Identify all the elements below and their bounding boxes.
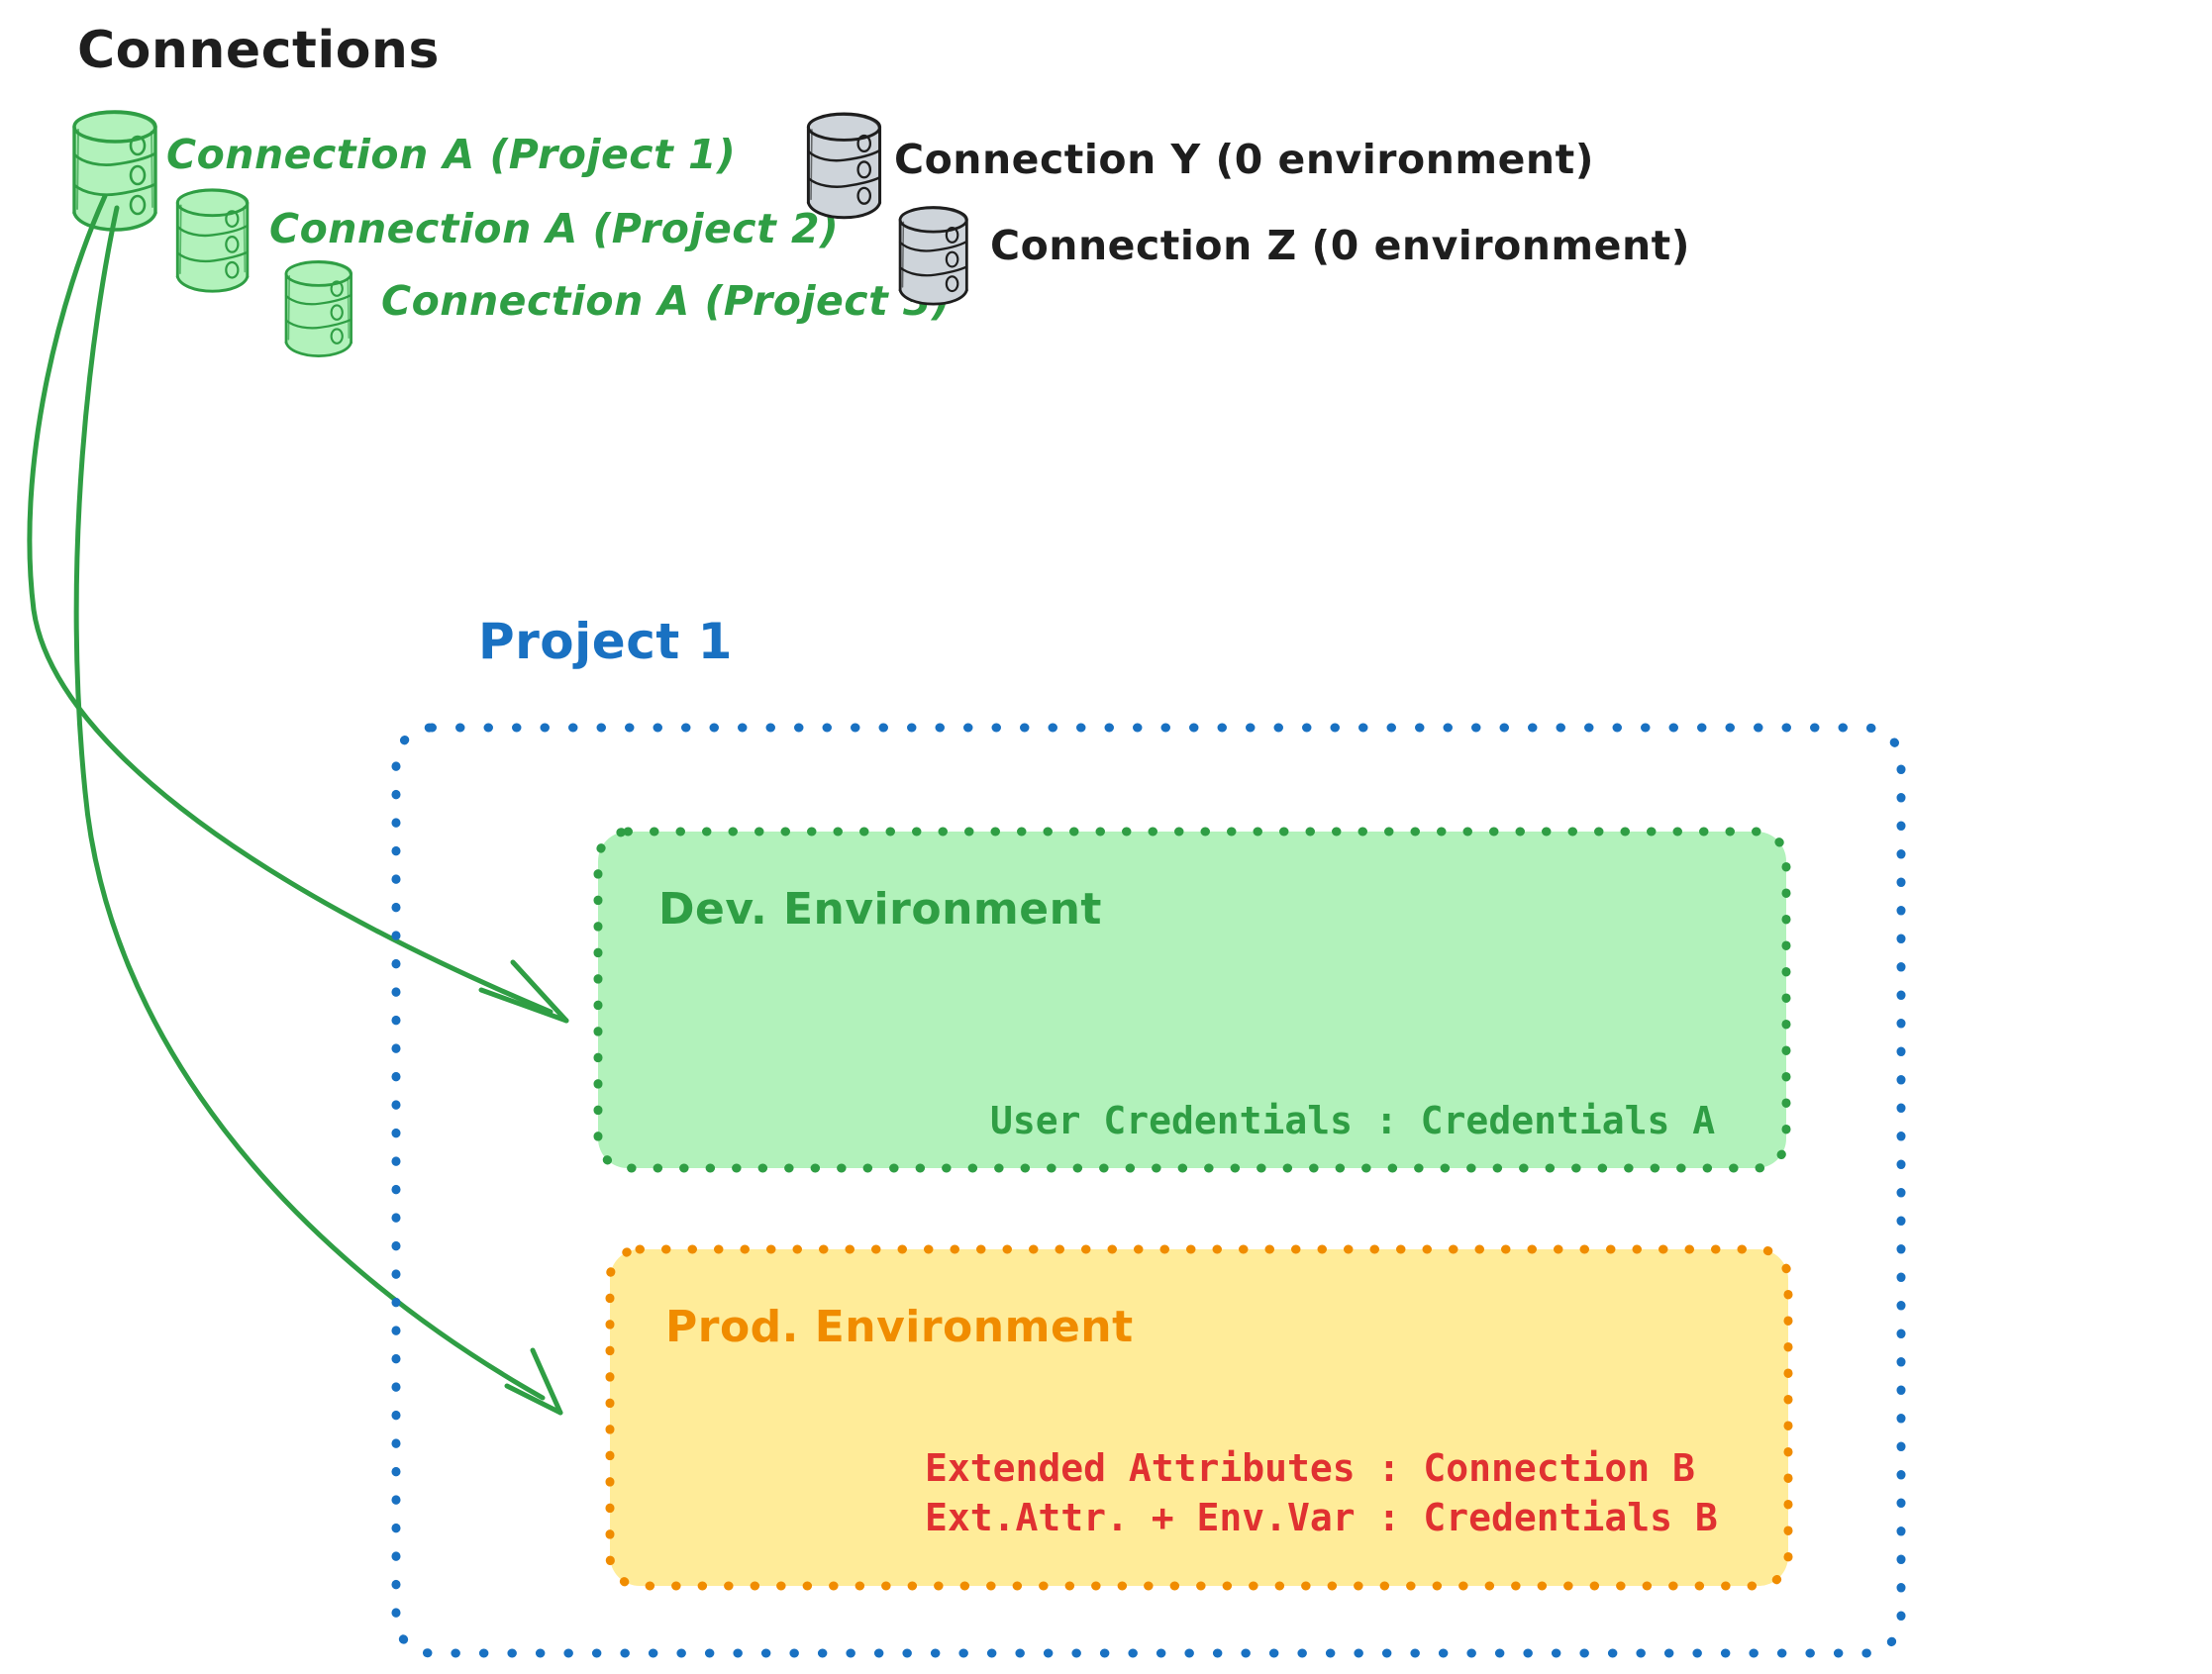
page-title: Connections xyxy=(77,21,440,80)
connection-item-a-project-1[interactable]: Connection A (Project 1) xyxy=(71,110,736,232)
environment-prod-row-1: Ext.Attr. + Env.Var : Credentials B xyxy=(925,1496,1718,1539)
arrow-connection-a-project1-to-dev-environment xyxy=(27,193,569,1024)
database-icon xyxy=(897,206,968,306)
environment-dev[interactable]: Dev. Environment User Credentials : Cred… xyxy=(593,827,1791,1173)
environment-prod[interactable]: Prod. Environment Extended Attributes : … xyxy=(605,1244,1793,1591)
connection-label: Connection Y (0 environment) xyxy=(894,136,1594,183)
environment-dev-row-0: User Credentials : Credentials A xyxy=(990,1099,1715,1142)
connection-label: Connection A (Project 1) xyxy=(166,131,736,178)
database-icon xyxy=(174,188,250,293)
environment-prod-title: Prod. Environment xyxy=(665,1302,1134,1352)
project-title: Project 1 xyxy=(478,613,733,670)
connection-item-y[interactable]: Connection Y (0 environment) xyxy=(806,112,1594,220)
connection-item-a-project-2[interactable]: Connection A (Project 2) xyxy=(174,188,839,293)
connection-label: Connection Z (0 environment) xyxy=(990,222,1690,269)
connection-item-a-project-3[interactable]: Connection A (Project 3) xyxy=(283,260,951,357)
environment-dev-title: Dev. Environment xyxy=(658,884,1102,935)
database-icon xyxy=(806,112,882,220)
environment-prod-panel xyxy=(605,1244,1793,1591)
connection-label: Connection A (Project 3) xyxy=(381,277,951,325)
arrow-connection-a-project1-to-prod-environment xyxy=(73,205,563,1416)
environment-dev-panel xyxy=(593,827,1791,1173)
environment-prod-row-0: Extended Attributes : Connection B xyxy=(925,1446,1695,1490)
connection-item-z[interactable]: Connection Z (0 environment) xyxy=(897,206,1690,306)
database-icon xyxy=(283,260,352,357)
connection-label: Connection A (Project 2) xyxy=(269,205,839,252)
project-container xyxy=(391,723,1906,1658)
